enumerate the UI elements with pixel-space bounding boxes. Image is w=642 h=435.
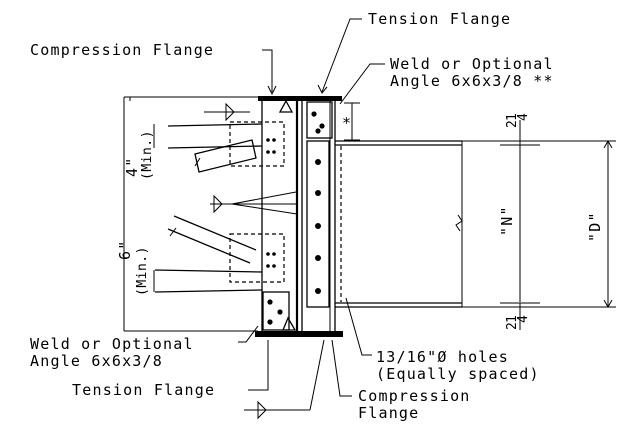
left-beams: [154, 121, 285, 293]
dim-4-min: (Min.): [140, 130, 155, 180]
label-weld-top-1: Weld or Optional: [390, 55, 554, 73]
label-compression-bottom-1: Compression: [358, 387, 471, 405]
dim-d: "D": [586, 211, 604, 242]
dim-2-top: 2: [505, 120, 520, 128]
leaders: [204, 18, 385, 420]
label-asterisk: *: [342, 114, 352, 132]
dimension-lines: [123, 96, 616, 332]
top-angle: [278, 99, 333, 139]
label-weld-top-2: Angle 6x6x3/8 **: [390, 72, 554, 90]
label-tension-flange-top: Tension Flange: [368, 10, 511, 28]
label-compression-bottom-2: Flange: [358, 404, 419, 422]
dim-quarter-top-den: 4: [516, 113, 531, 121]
label-weld-bottom-2: Angle 6x6x3/8: [30, 352, 163, 370]
label-holes-1: 13/16"Ø holes: [376, 348, 509, 366]
annotations: Tension Flange Compression Flange Weld o…: [30, 10, 604, 422]
dim-quarter-top: 1: [505, 113, 520, 121]
right-beam: [306, 140, 463, 308]
dim-quarter-bottom: 1: [505, 315, 520, 323]
dim-quarter-bottom-den: 4: [516, 315, 531, 323]
dim-6-inch: 6": [116, 240, 134, 260]
column-member: [255, 96, 343, 337]
bottom-angle: [262, 291, 297, 331]
label-compression-flange-top: Compression Flange: [30, 41, 214, 59]
dim-6-min: (Min.): [135, 246, 150, 296]
label-weld-bottom-1: Weld or Optional: [30, 335, 194, 353]
dim-n: "N": [498, 205, 516, 236]
label-tension-flange-bottom: Tension Flange: [72, 381, 215, 399]
dim-4-inch: 4": [123, 157, 141, 177]
dim-2-bottom: 2: [505, 322, 520, 330]
label-holes-2: (Equally spaced): [376, 365, 540, 383]
